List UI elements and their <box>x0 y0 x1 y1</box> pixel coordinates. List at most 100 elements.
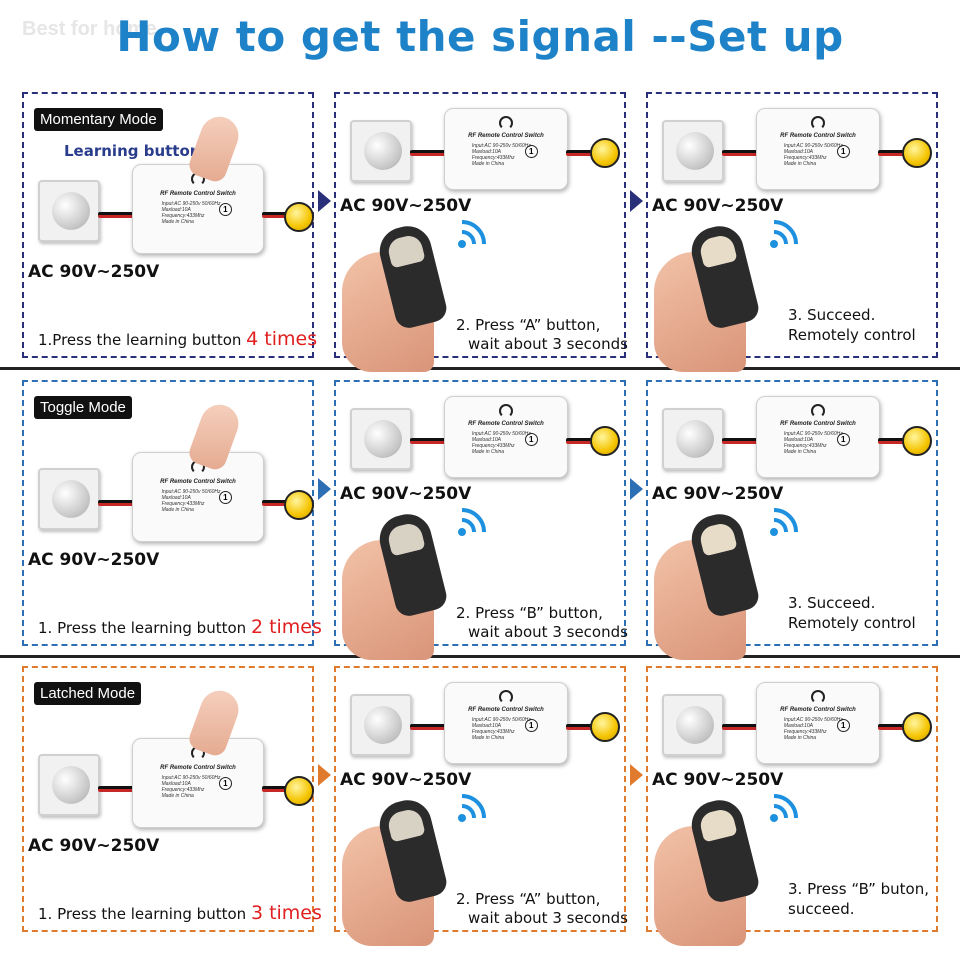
learning-button-icon <box>811 116 825 130</box>
step3-caption-line2: Remotely control <box>788 326 916 344</box>
wall-socket-icon <box>350 408 412 470</box>
next-step-arrow-icon <box>630 190 643 212</box>
voltage-label: AC 90V~250V <box>340 196 472 216</box>
learning-button-icon <box>499 116 513 130</box>
next-step-arrow-icon <box>630 764 643 786</box>
light-bulb-icon <box>590 712 620 742</box>
light-bulb-icon <box>284 202 314 232</box>
step2-caption-line2: wait about 3 seconds <box>468 909 628 927</box>
wire-icon <box>262 500 288 506</box>
step2-caption-line1: 2. Press “A” button, <box>456 316 601 334</box>
wire-icon <box>566 724 592 730</box>
step1-caption: 1. Press the learning button 3 times <box>38 902 322 924</box>
voltage-label: AC 90V~250V <box>340 484 472 504</box>
step2-caption-line1: 2. Press “B” button, <box>456 604 603 622</box>
light-bulb-icon <box>902 426 932 456</box>
press-count: 2 times <box>250 616 322 638</box>
wall-socket-icon <box>38 754 100 816</box>
step1-panel: Toggle Mode RF Remote Control Switch Inp… <box>22 380 322 646</box>
wire-icon <box>410 438 450 444</box>
rf-switch-device: RF Remote Control Switch Input:AC 90-250… <box>756 396 880 478</box>
mode-label: Toggle Mode <box>34 396 132 419</box>
step3-caption-line1: 3. Press “B” buton, <box>788 880 930 898</box>
wire-icon <box>566 150 592 156</box>
wire-icon <box>566 438 592 444</box>
wall-socket-icon <box>662 120 724 182</box>
learning-button-label: Learning button <box>64 142 201 160</box>
step1-panel: Momentary Mode Learning button RF Remote… <box>22 92 318 358</box>
rf-switch-device: RF Remote Control Switch Input:AC 90-250… <box>444 682 568 764</box>
wire-icon <box>98 786 138 792</box>
learning-button-icon <box>811 690 825 704</box>
step2-caption-line2: wait about 3 seconds <box>468 623 628 641</box>
rf-switch-device: RF Remote Control Switch Input:AC 90-250… <box>444 396 568 478</box>
voltage-label: AC 90V~250V <box>652 770 784 790</box>
voltage-label: AC 90V~250V <box>28 836 160 856</box>
step3-panel: RF Remote Control Switch Input:AC 90-250… <box>646 92 938 372</box>
step2-caption-line2: wait about 3 seconds <box>468 335 628 353</box>
wire-icon <box>410 724 450 730</box>
rf-switch-device: RF Remote Control Switch Input:AC 90-250… <box>132 164 264 254</box>
learning-button-icon <box>811 404 825 418</box>
step1-caption: 1. Press the learning button 2 times <box>38 616 322 638</box>
step1-panel: Latched Mode RF Remote Control Switch In… <box>22 666 322 932</box>
row-divider <box>0 367 960 370</box>
wire-icon <box>722 724 762 730</box>
step3-caption-line2: Remotely control <box>788 614 916 632</box>
next-step-arrow-icon <box>630 478 643 500</box>
light-bulb-icon <box>590 426 620 456</box>
wire-icon <box>410 150 450 156</box>
wire-icon <box>262 212 288 218</box>
rf-switch-device: RF Remote Control Switch Input:AC 90-250… <box>756 682 880 764</box>
wall-socket-icon <box>38 180 100 242</box>
wire-icon <box>262 786 288 792</box>
wire-icon <box>878 438 904 444</box>
step2-panel: RF Remote Control Switch Input:AC 90-250… <box>334 92 628 372</box>
row-divider <box>0 655 960 658</box>
wireless-signal-icon <box>770 508 798 536</box>
wall-socket-icon <box>662 694 724 756</box>
rf-switch-device: RF Remote Control Switch Input:AC 90-250… <box>132 738 264 828</box>
learning-button-icon <box>499 404 513 418</box>
voltage-label: AC 90V~250V <box>652 196 784 216</box>
page-title: How to get the signal --Set up <box>116 12 844 61</box>
step3-panel: RF Remote Control Switch Input:AC 90-250… <box>646 380 938 660</box>
voltage-label: AC 90V~250V <box>652 484 784 504</box>
step1-caption: 1.Press the learning button 4 times <box>38 328 318 350</box>
rf-switch-device: RF Remote Control Switch Input:AC 90-250… <box>132 452 264 542</box>
watermark: Best for home <box>22 18 157 40</box>
wire-icon <box>98 212 138 218</box>
mode-label: Momentary Mode <box>34 108 163 131</box>
step3-caption-line1: 3. Succeed. <box>788 594 876 612</box>
voltage-label: AC 90V~250V <box>340 770 472 790</box>
press-count: 3 times <box>250 902 322 924</box>
wireless-signal-icon <box>458 508 486 536</box>
voltage-label: AC 90V~250V <box>28 262 160 282</box>
wall-socket-icon <box>38 468 100 530</box>
step3-caption-line1: 3. Succeed. <box>788 306 876 324</box>
step2-caption-line1: 2. Press “A” button, <box>456 890 601 908</box>
wall-socket-icon <box>350 694 412 756</box>
wall-socket-icon <box>350 120 412 182</box>
next-step-arrow-icon <box>318 764 331 786</box>
rf-switch-device: RF Remote Control Switch Input:AC 90-250… <box>756 108 880 190</box>
light-bulb-icon <box>284 490 314 520</box>
wireless-signal-icon <box>458 220 486 248</box>
wire-icon <box>722 438 762 444</box>
wall-socket-icon <box>662 408 724 470</box>
step3-panel: RF Remote Control Switch Input:AC 90-250… <box>646 666 938 946</box>
wire-icon <box>878 150 904 156</box>
next-step-arrow-icon <box>318 478 331 500</box>
light-bulb-icon <box>284 776 314 806</box>
light-bulb-icon <box>590 138 620 168</box>
learning-button-icon <box>499 690 513 704</box>
step3-caption-line2: succeed. <box>788 900 855 918</box>
mode-label: Latched Mode <box>34 682 142 705</box>
wireless-signal-icon <box>458 794 486 822</box>
light-bulb-icon <box>902 712 932 742</box>
next-step-arrow-icon <box>318 190 331 212</box>
wire-icon <box>722 150 762 156</box>
wireless-signal-icon <box>770 794 798 822</box>
voltage-label: AC 90V~250V <box>28 550 160 570</box>
wireless-signal-icon <box>770 220 798 248</box>
